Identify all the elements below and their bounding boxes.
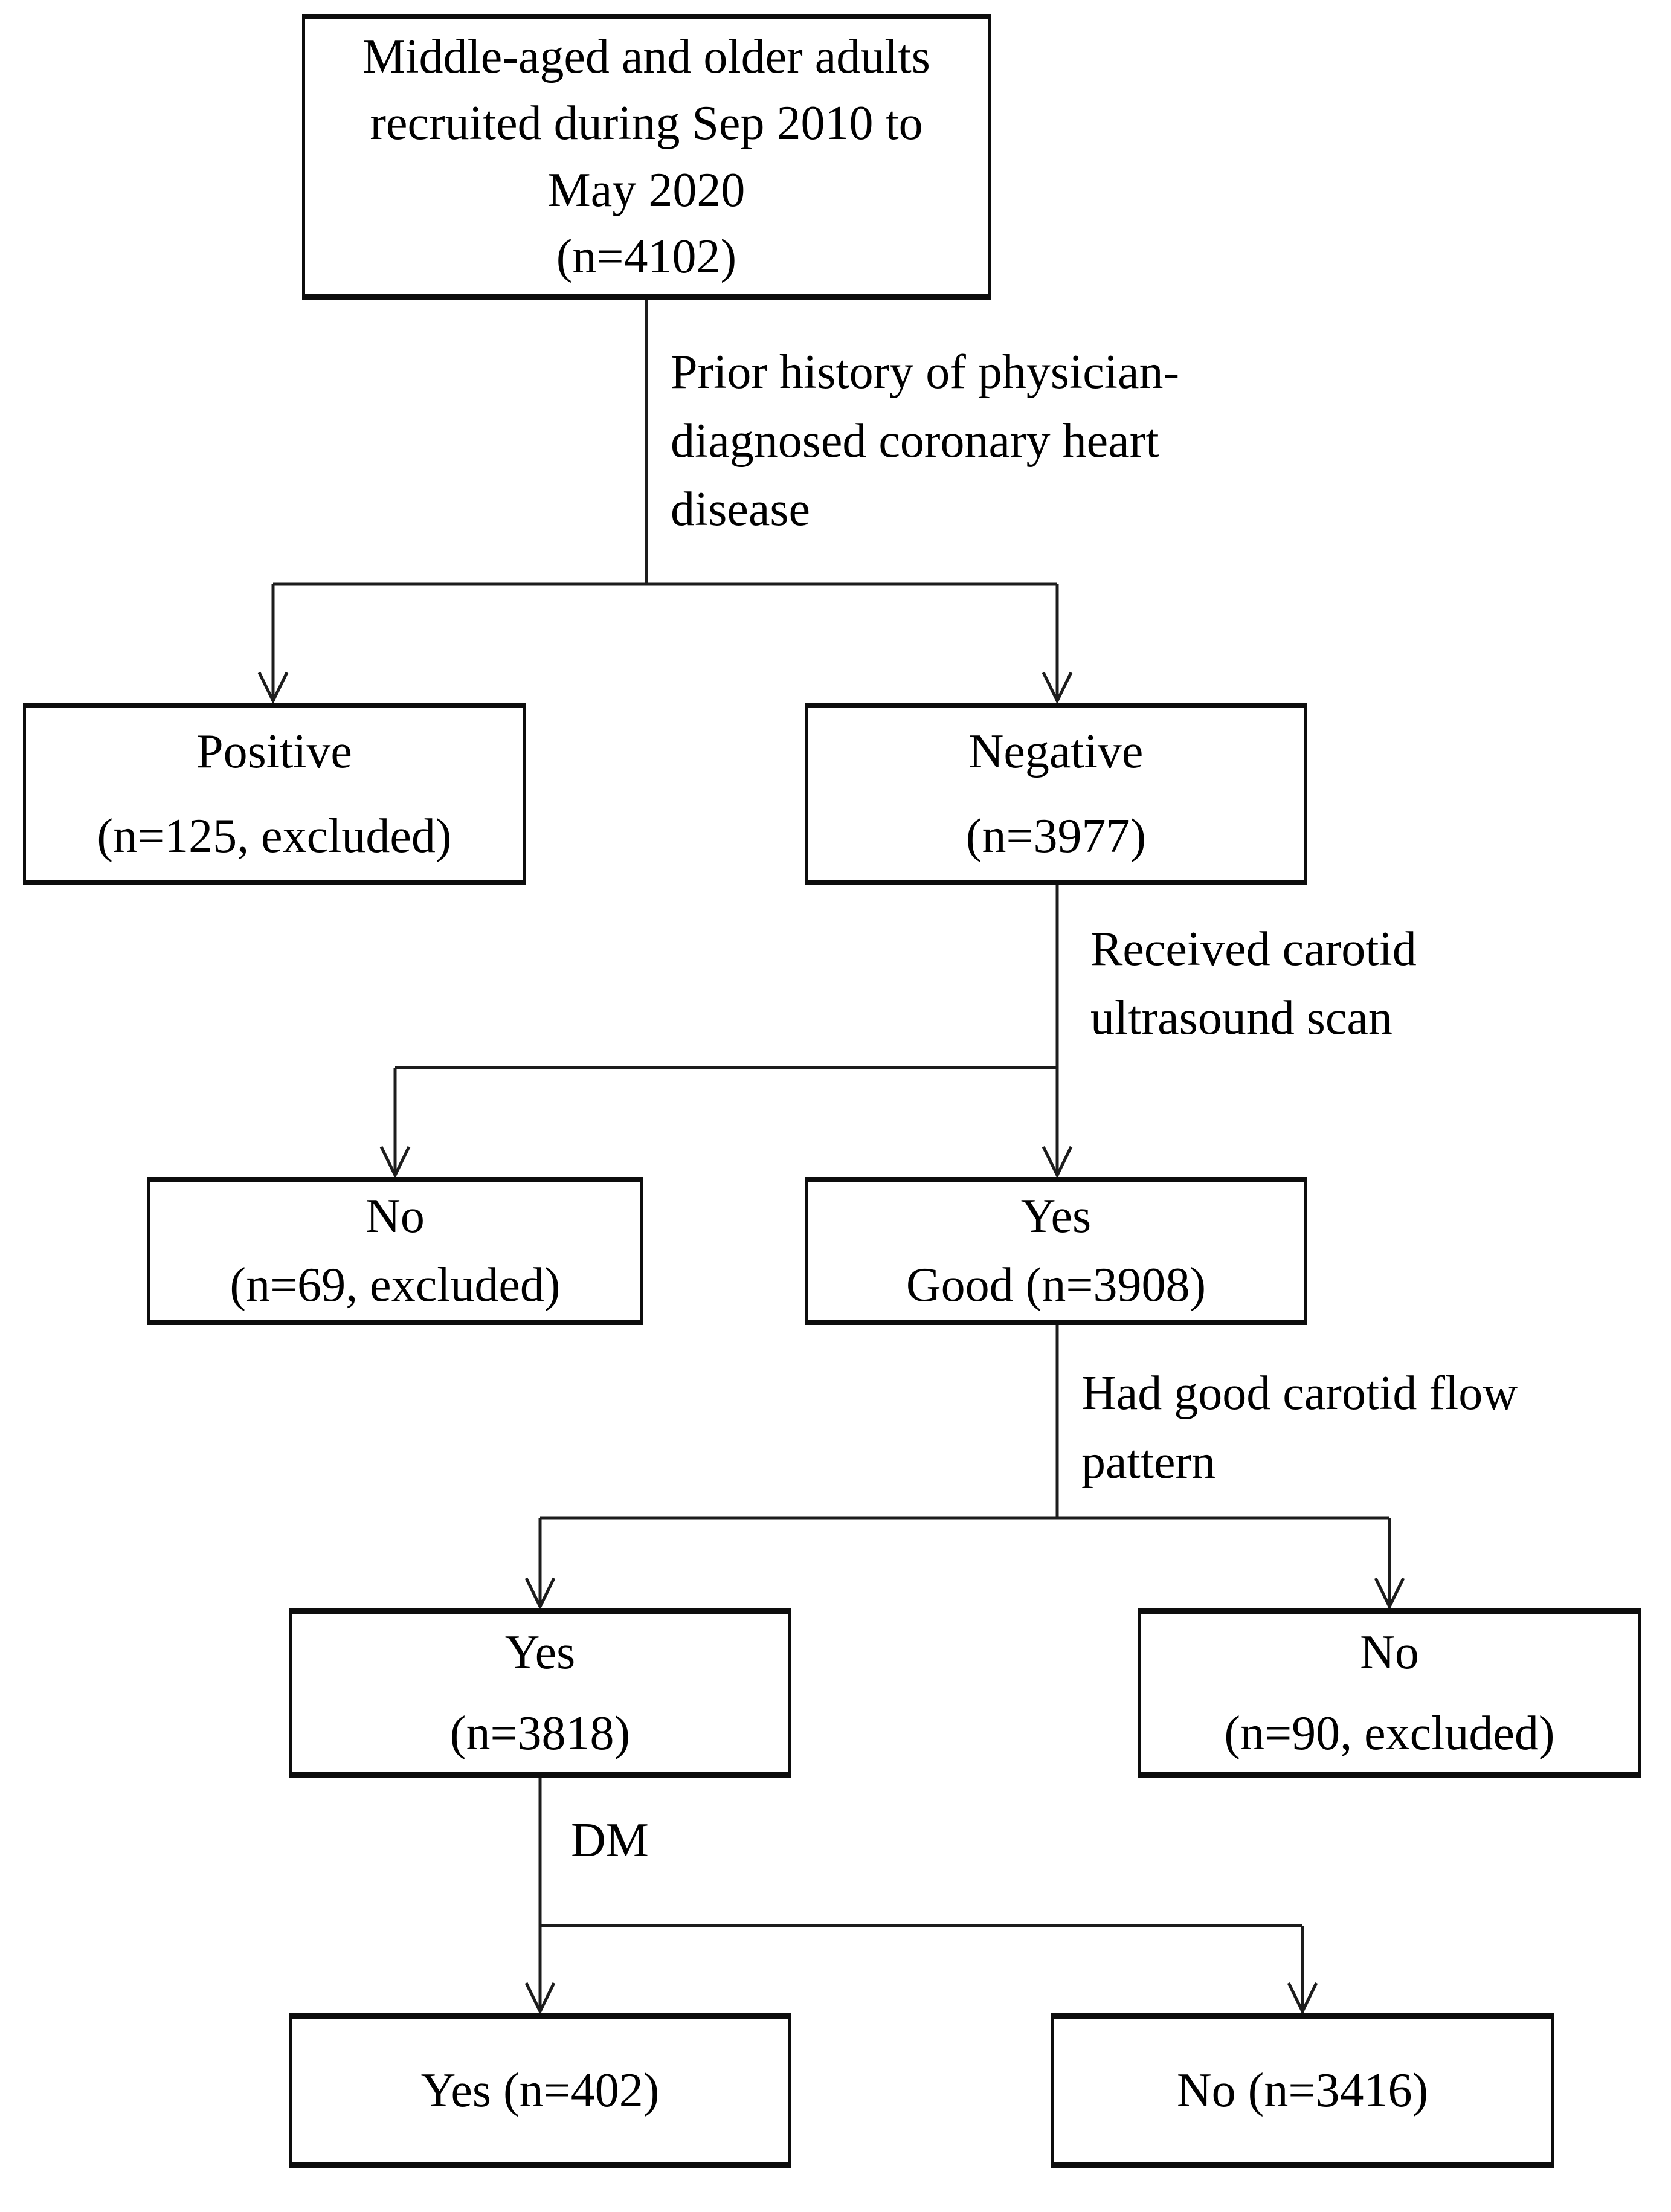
node-scan-yes-good: Yes Good (n=3908) — [805, 1177, 1307, 1325]
node-prior-history-positive: Positive (n=125, excluded) — [23, 703, 526, 885]
arrowhead-dm-yes — [524, 1982, 556, 2015]
arrowhead-no-scan — [379, 1146, 411, 1179]
arrowhead-negative — [1042, 671, 1073, 705]
edge-label-dm: DM — [571, 1814, 649, 1867]
node-dm-no: No (n=3416) — [1051, 2013, 1554, 2168]
node-flow-pattern-yes: Yes (n=3818) — [289, 1608, 791, 1778]
edge-label-received-scan: Received carotid ultrasound scan — [1090, 923, 1417, 1045]
edge-label-flow-pattern: Had good carotid flow pattern — [1081, 1367, 1518, 1489]
node-scan-no: No (n=69, excluded) — [147, 1177, 643, 1325]
arrowhead-positive — [257, 671, 289, 705]
arrowhead-yes-scan — [1042, 1146, 1073, 1179]
edge-label-prior-history: Prior history of physician- diagnosed co… — [671, 346, 1180, 537]
node-dm-yes: Yes (n=402) — [289, 2013, 791, 2168]
node-prior-history-negative: Negative (n=3977) — [805, 703, 1307, 885]
node-flow-pattern-no: No (n=90, excluded) — [1138, 1608, 1641, 1778]
arrowhead-yes-flow — [524, 1577, 556, 1610]
arrowhead-no-flow — [1374, 1577, 1405, 1610]
arrowhead-dm-no — [1287, 1982, 1318, 2015]
node-recruited-adults: Middle-aged and older adults recruited d… — [302, 14, 991, 300]
